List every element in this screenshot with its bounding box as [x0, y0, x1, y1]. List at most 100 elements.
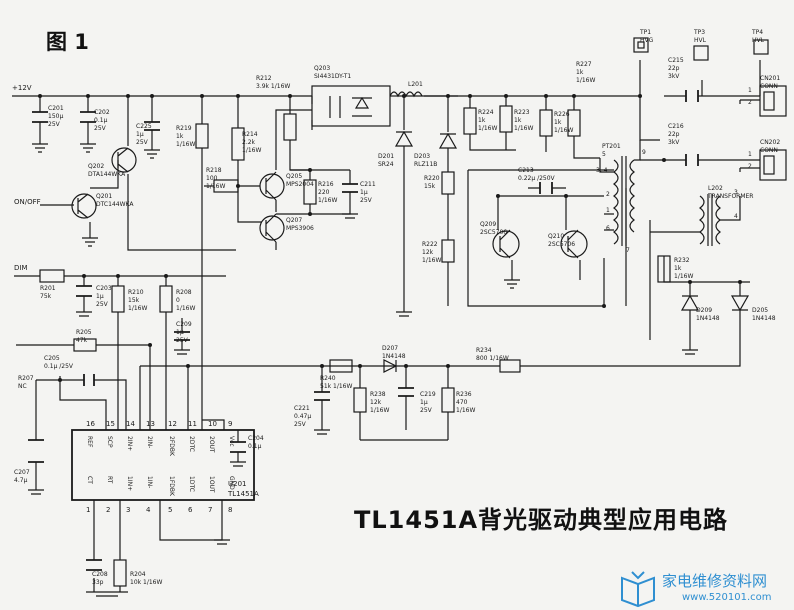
label-c221-line2: 25V: [294, 421, 307, 428]
label-r234: R234: [476, 347, 492, 354]
label-r236-line2: 1/16W: [456, 407, 475, 414]
label-r210: R210: [128, 289, 144, 296]
label-r232: R232: [674, 257, 690, 264]
label-r218: R218: [206, 167, 222, 174]
label-r219-line2: 1/16W: [176, 141, 195, 148]
ic-pin-bottom-8: 8: [228, 506, 232, 514]
label-d209-line1: 1N4148: [696, 315, 720, 322]
label-q205-line1: MPS2004: [286, 181, 314, 188]
label-c208-line1: 33p: [92, 579, 104, 586]
resistor-r226: [539, 109, 553, 137]
label-r226-line1: 1k: [554, 119, 562, 126]
label-d201: D201: [378, 153, 394, 160]
label-r223: R223: [514, 109, 530, 116]
diode-d201: [394, 130, 414, 147]
conn-pin-3: 2: [748, 163, 752, 170]
resistor-r212: [283, 113, 297, 141]
label-r224: R224: [478, 109, 494, 116]
label-c202: C202: [94, 109, 110, 116]
label-c209-line2: 25V: [176, 337, 189, 344]
label-d205-line1: 1N4148: [752, 315, 776, 322]
ic-pin-top-11: 11: [188, 420, 197, 428]
ic-ref: U201: [228, 480, 246, 488]
resistor-r222: [441, 239, 455, 263]
label-r227: R227: [576, 61, 592, 68]
label-q210: Q210: [548, 233, 564, 240]
pt201-pin-5: 7: [626, 247, 630, 254]
label-r201-line1: 75k: [40, 293, 52, 300]
label-c201: C201: [48, 105, 64, 112]
capacitor-c211: [342, 183, 358, 193]
label-c207-line1: 4.7μ: [14, 477, 28, 484]
label-q203: Q203: [314, 65, 330, 72]
label-d205: D205: [752, 307, 768, 314]
resistor-r208: [159, 285, 173, 313]
ic-pin-bottom-4: 4: [146, 506, 151, 514]
capacitor-c207: [28, 439, 44, 463]
transformer-pt201: [613, 140, 641, 246]
label-c209-line1: 1μ: [176, 329, 184, 336]
capacitor-c203: [76, 285, 92, 297]
label-q207: Q207: [286, 217, 302, 224]
ic-pin-bottom-3: 3: [126, 506, 130, 514]
diode-d205: [730, 295, 750, 312]
pt201-pin-6: 9: [642, 149, 646, 156]
label-r214-line1: 2.2k: [242, 139, 256, 146]
label-tp4-line1: HVL: [752, 37, 765, 44]
diode-d209: [680, 294, 700, 311]
label-r236-line1: 470: [456, 399, 468, 406]
label-c213-line1: 0.22μ /250V: [518, 175, 556, 182]
label-r222: R222: [422, 241, 438, 248]
ic-pin-top-16: 16: [86, 420, 95, 428]
label-d207: D207: [382, 345, 398, 352]
label-r204-line1: 10k 1/16W: [130, 579, 162, 586]
label-cn202-line1: CONN: [760, 147, 778, 154]
label-r210-line1: 15k: [128, 297, 140, 304]
resistor-r214: [231, 127, 245, 161]
label-tp3-line1: HVL: [694, 37, 707, 44]
label-c219-line2: 25V: [420, 407, 433, 414]
label-r240: R240: [320, 375, 336, 382]
diode-d207: [383, 359, 398, 373]
capacitor-c213: [539, 182, 553, 194]
label-c211-line1: 1μ: [360, 189, 368, 196]
label-r234-line1: 800 1/16W: [476, 355, 509, 362]
label-c201-line1: 150μ: [48, 113, 63, 120]
pt201-pin-0: 5: [602, 151, 606, 158]
label-c203-line1: 1μ: [96, 293, 104, 300]
ic-pin-name-bottom-0: CT: [86, 476, 93, 484]
label-c219: C219: [420, 391, 436, 398]
resistor-r232: [657, 255, 671, 283]
label-r219: R219: [176, 125, 192, 132]
label-r208-line1: 0: [176, 297, 180, 304]
transistor-q202: [111, 147, 137, 173]
resistor-r238: [353, 387, 367, 413]
label-r222-line2: 1/16W: [422, 257, 441, 264]
ic-pin-top-15: 15: [106, 420, 115, 428]
pt201-pin-3: 1: [606, 207, 610, 214]
label-r216-line2: 1/16W: [318, 197, 337, 204]
label-r207: R207: [18, 375, 34, 382]
ic-pin-top-9: 9: [228, 420, 232, 428]
label-q201-line1: DTC144WKA: [96, 201, 134, 208]
capacitor-c209: [174, 331, 190, 341]
zener-d203: [438, 132, 458, 149]
label-r218-line1: 100: [206, 175, 218, 182]
ic-pin-bottom-1: 1: [86, 506, 90, 514]
label-c216: C216: [668, 123, 684, 130]
component-symbols: [28, 37, 787, 597]
label-r232-line1: 1k: [674, 265, 682, 272]
label-q201: Q201: [96, 193, 112, 200]
label-r238-line1: 12k: [370, 399, 382, 406]
ic-pin-name-top-5: 2DTC: [188, 436, 195, 452]
figure-label: 图 1: [46, 30, 89, 54]
label-c221-line1: 0.47μ: [294, 413, 311, 420]
label-c225-line1: 1μ: [136, 131, 144, 138]
label-q202: Q202: [88, 163, 104, 170]
label-r238-line2: 1/16W: [370, 407, 389, 414]
capacitor-c204: [230, 441, 246, 453]
label-c225: C225: [136, 123, 152, 130]
component-labels: C201150μ25VC2020.1μ25VQ202DTA144WKAQ201D…: [14, 29, 780, 586]
resistor-r204: [113, 559, 127, 587]
